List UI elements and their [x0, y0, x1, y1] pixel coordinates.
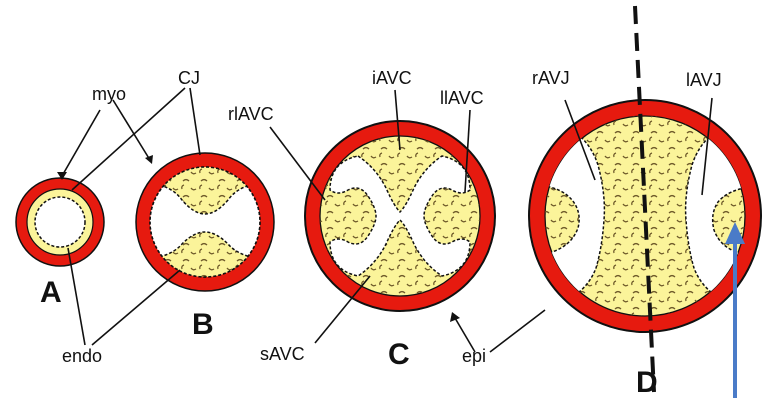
label-ravj: rAVJ: [532, 68, 570, 88]
label-rlavc: rlAVC: [228, 104, 274, 124]
panel-label-d: D: [636, 366, 658, 398]
label-endo: endo: [62, 346, 102, 366]
label-cj: CJ: [178, 68, 200, 88]
panel-a-endocardium: [35, 197, 85, 247]
label-savc: sAVC: [260, 344, 305, 364]
panel-b-heart: [136, 153, 274, 291]
panel-label-b: B: [192, 308, 214, 341]
label-myo: myo: [92, 84, 126, 104]
label-lavj: lAVJ: [686, 70, 722, 90]
panel-label-c: C: [388, 338, 410, 371]
panel-label-a: A: [40, 276, 62, 309]
label-llavc: llAVC: [440, 88, 484, 108]
label-epi: epi: [462, 346, 486, 366]
panel-d-heart: [529, 6, 761, 392]
panel-a-heart: [16, 178, 104, 266]
label-iavc: iAVC: [372, 68, 412, 88]
